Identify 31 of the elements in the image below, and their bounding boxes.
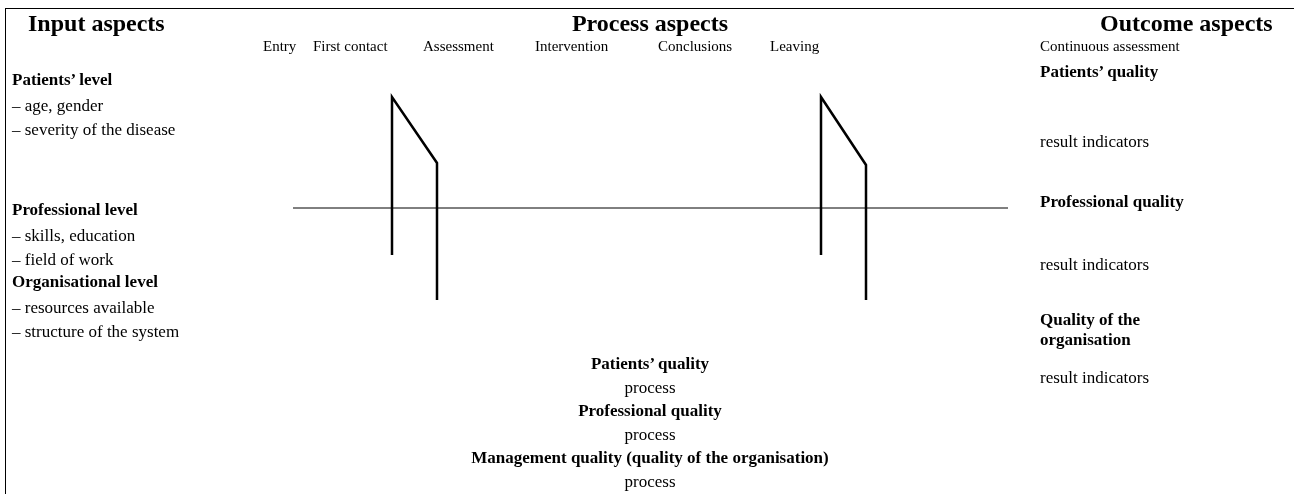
stage-label: First contact — [313, 38, 388, 56]
process-quality-heading: Management quality (quality of the organisation) — [471, 448, 829, 468]
process-quality-heading: Professional quality — [578, 401, 722, 421]
column-heading: Process aspects — [571, 10, 729, 38]
list-item: – skills, education — [12, 226, 136, 246]
column-subheading: Continuous assessment — [1040, 38, 1180, 56]
level-heading: Professional level — [12, 200, 138, 220]
list-item: – field of work — [12, 250, 114, 270]
stage-label: Leaving — [770, 38, 820, 56]
stage-label: Assessment — [423, 38, 494, 56]
quality-heading: Professional quality — [1040, 192, 1184, 212]
list-item: – severity of the disease — [12, 120, 177, 140]
result-text: result indicators — [1040, 132, 1150, 152]
process-quality-heading: Patients’ quality — [590, 354, 710, 374]
quality-heading: Patients’ quality — [1040, 62, 1159, 82]
result-text: result indicators — [1040, 255, 1150, 275]
process-text: process — [624, 425, 676, 445]
level-heading: Patients’ level — [12, 70, 113, 90]
column-heading: Outcome aspects — [1100, 10, 1273, 38]
quality-heading: Quality of the organisation — [1040, 310, 1142, 350]
list-item: – structure of the system — [12, 322, 181, 342]
list-item: – age, gender — [12, 96, 104, 116]
process-text: process — [624, 378, 676, 398]
stage-label: Conclusions — [658, 38, 733, 56]
stage-label: Intervention — [535, 38, 609, 56]
result-text: result indicators — [1040, 368, 1150, 388]
column-heading: Input aspects — [28, 10, 165, 38]
level-heading: Organisational level — [12, 272, 158, 292]
stage-label: Entry — [263, 38, 297, 56]
list-item: – resources available — [12, 298, 155, 318]
process-text: process — [624, 472, 676, 492]
